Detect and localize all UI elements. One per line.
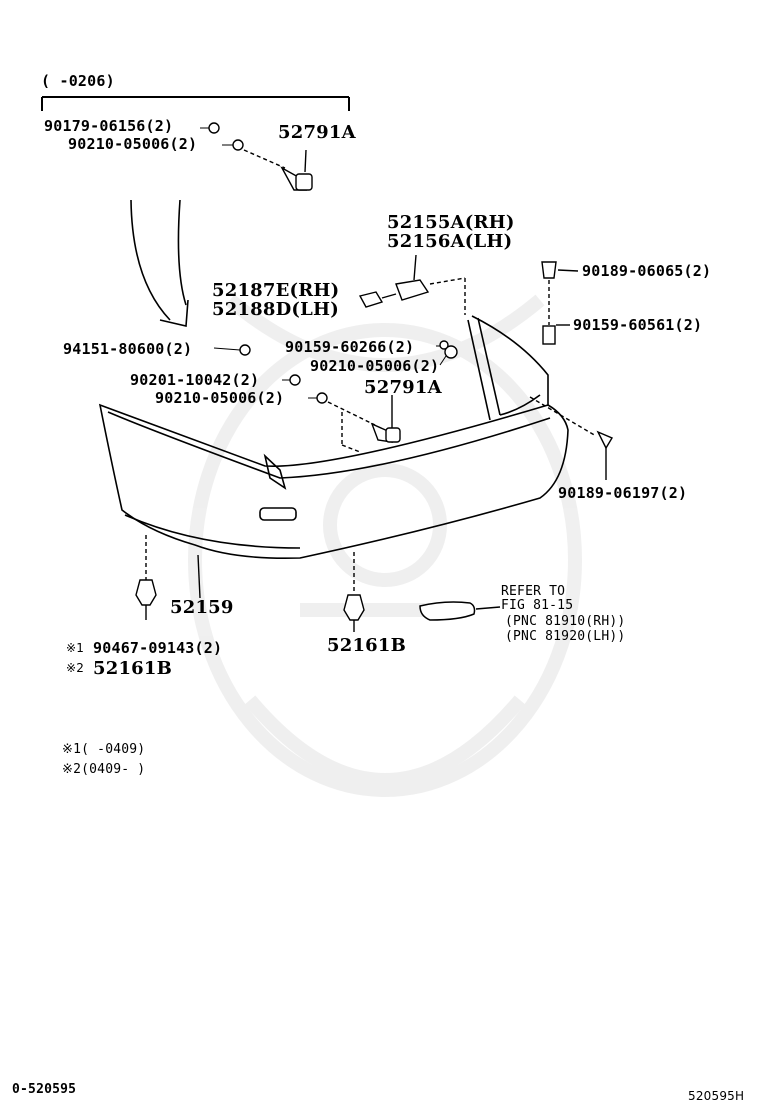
part-label-90210-05006-mid[interactable]: 90210-05006(2) <box>310 357 440 375</box>
refer-label-pnc-lh: (PNC 81920(LH)) <box>505 629 626 644</box>
note-mark-2: ※2 <box>66 661 85 675</box>
range-label: ( -0206) <box>41 72 115 90</box>
footer-right-code: 520595H <box>688 1089 745 1103</box>
part-label-90179-06156[interactable]: 90179-06156(2) <box>44 117 174 135</box>
part-label-52187E[interactable]: 52187E(RH) <box>212 280 340 301</box>
part-label-52791A-top[interactable]: 52791A <box>278 122 356 143</box>
curved-arrow-icon <box>130 199 189 327</box>
part-label-90189-06197[interactable]: 90189-06197(2) <box>558 484 688 502</box>
part-label-52155A[interactable]: 52155A(RH) <box>387 212 515 233</box>
part-label-90159-60561[interactable]: 90159-60561(2) <box>573 316 703 334</box>
refer-label-line2[interactable]: FIG 81-15 <box>501 598 574 613</box>
note-mark-1: ※1 <box>66 641 85 655</box>
reflector-lamp <box>419 601 501 621</box>
part-label-52161B-left[interactable]: 52161B <box>93 658 173 679</box>
part-label-90189-06065[interactable]: 90189-06065(2) <box>582 262 712 280</box>
right-fasteners <box>439 261 614 480</box>
bumper-cover-52159 <box>98 315 569 560</box>
refer-label-line1: REFER TO <box>501 584 566 599</box>
part-label-90159-60266[interactable]: 90159-60266(2) <box>285 338 415 356</box>
part-label-52156A[interactable]: 52156A(LH) <box>387 231 513 252</box>
part-label-90210-05006-top[interactable]: 90210-05006(2) <box>68 135 198 153</box>
footnote-2: ※2(0409- ) <box>62 762 146 777</box>
part-label-52161B-center[interactable]: 52161B <box>327 635 407 656</box>
part-label-52188D[interactable]: 52188D(LH) <box>212 299 339 320</box>
footer-left-code: 0-520595 <box>12 1082 77 1097</box>
left-fasteners <box>239 344 401 453</box>
part-label-94151-80600[interactable]: 94151-80600(2) <box>63 340 193 358</box>
range-bracket <box>41 96 350 111</box>
part-label-90467-09143[interactable]: 90467-09143(2) <box>93 639 223 657</box>
refer-label-pnc-rh: (PNC 81910(RH)) <box>505 614 626 629</box>
footnote-1: ※1( -0409) <box>62 742 146 757</box>
lower-clips <box>135 535 365 632</box>
part-label-52791A-mid[interactable]: 52791A <box>364 377 442 398</box>
part-label-90201-10042[interactable]: 90201-10042(2) <box>130 371 260 389</box>
side-retainers <box>358 254 466 315</box>
part-label-90210-05006-low[interactable]: 90210-05006(2) <box>155 389 285 407</box>
part-label-52159[interactable]: 52159 <box>170 597 234 618</box>
